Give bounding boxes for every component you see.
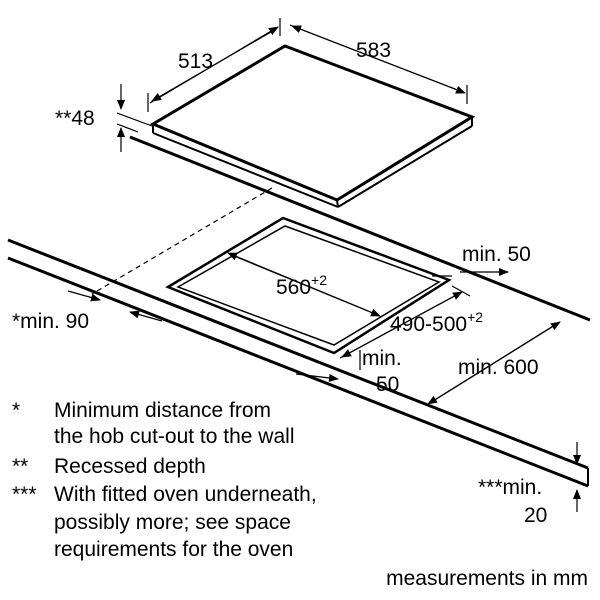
legend-text-continued: requirements for the oven xyxy=(54,538,294,561)
cutout-inner xyxy=(176,225,441,346)
front-margin-dimension: min. 50 xyxy=(295,347,402,396)
legend-mark: ** xyxy=(12,455,29,478)
recessed-depth-label: **48 xyxy=(55,107,95,130)
worktop-depth-dimension: min. 600 xyxy=(427,321,561,405)
legend-text: With fitted oven underneath, xyxy=(54,483,317,506)
back-margin-label: min. 50 xyxy=(462,243,531,266)
hob-front-corner xyxy=(336,199,339,208)
worktop xyxy=(7,135,591,488)
legend-text-continued: the hob cut-out to the wall xyxy=(54,425,295,448)
legend-mark: * xyxy=(12,399,21,422)
cutout-width-dimension: 560+2 xyxy=(227,252,381,317)
worktop-front-bottom-edge xyxy=(7,256,589,488)
hob-width-label: 583 xyxy=(356,39,391,62)
cutout-outer xyxy=(165,216,452,355)
wall-distance-label: *min. 90 xyxy=(12,310,89,333)
worktop-depth-label: min. 600 xyxy=(458,356,539,379)
front-margin-label-line1: min. xyxy=(362,347,402,370)
back-margin-dimension: min. 50 xyxy=(432,243,531,277)
worktop-thickness-label-line2: 20 xyxy=(524,504,547,527)
wall-projection-line xyxy=(91,187,273,295)
hob-right-bottom xyxy=(337,125,473,208)
units-note: measurements in mm xyxy=(386,567,588,590)
worktop-front-top-edge xyxy=(7,238,589,470)
cutout-depth-dimension: 490-500+2 xyxy=(339,285,483,359)
recessed-depth-dimension: **48 xyxy=(55,84,153,152)
worktop-thickness-label-line1: ***min. xyxy=(478,476,542,499)
legend-item-oven: *** With fitted oven underneath, xyxy=(12,483,317,507)
cutout-depth-label: 490-500+2 xyxy=(390,309,483,336)
legend-item-recessed-depth: ** Recessed depth xyxy=(12,455,206,479)
hob-depth-dimension: 513 xyxy=(147,18,281,112)
legend-mark: *** xyxy=(12,483,37,506)
legend-text: Minimum distance from xyxy=(54,399,272,422)
hob-depth-label: 513 xyxy=(178,50,213,73)
wall-distance-dimension: *min. 90 xyxy=(12,290,163,333)
hob xyxy=(149,44,476,208)
legend-text-continued: possibly more; see space xyxy=(54,511,291,534)
hob-width-dimension: 583 xyxy=(289,24,468,104)
front-margin-label-line2: 50 xyxy=(376,373,399,396)
worktop-thickness-dimension: ***min. 20 xyxy=(478,442,581,527)
cutout-width-label: 560+2 xyxy=(276,272,327,299)
legend-item-wall-distance: * Minimum distance from xyxy=(12,399,271,423)
worktop-back-edge xyxy=(129,135,591,322)
hob-front-bottom xyxy=(152,132,339,208)
legend-text: Recessed depth xyxy=(54,455,206,478)
cutout xyxy=(165,216,452,355)
